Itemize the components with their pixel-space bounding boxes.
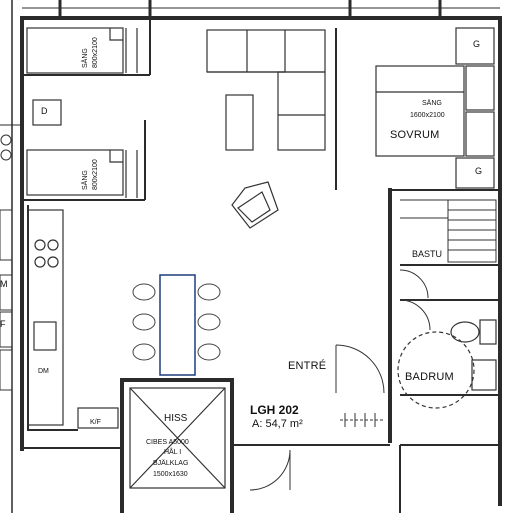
appliance-m: M: [0, 279, 8, 289]
hiss-label: HISS: [164, 413, 188, 424]
appliance-dm: DM: [38, 368, 49, 375]
doors: [249, 269, 431, 491]
bed-single-top: [26, 27, 124, 74]
wardrobe-mark-1: G: [473, 39, 481, 49]
room-badrum: BADRUM: [405, 371, 454, 383]
bed-top-name: SÄNG: [82, 48, 89, 68]
room-sovrum: SOVRUM: [390, 129, 440, 141]
kitchen-counter: [27, 209, 119, 429]
double-bed-name: SÄNG: [422, 100, 442, 107]
bed-single-bottom: [26, 149, 124, 196]
hiss-note-1: CIBES A5000: [146, 439, 189, 446]
armchair: [231, 181, 279, 229]
bed-bottom-name: SÄNG: [82, 170, 89, 190]
wardrobe-mark-2: G: [475, 166, 483, 176]
hiss-note-3: BJÄLKLAG: [153, 460, 189, 467]
bath-fixtures: [397, 319, 497, 409]
room-bastu: BASTU: [412, 249, 443, 259]
room-entre: ENTRÉ: [288, 360, 327, 372]
apartment-area: A: 54,7 m²: [252, 418, 303, 430]
bed-bottom-size: 800x2100: [92, 159, 99, 190]
elevator: [129, 387, 226, 489]
bed-top-size: 800x2100: [92, 37, 99, 68]
coffee-table: [225, 94, 254, 151]
dining-chairs: [132, 283, 221, 361]
hiss-note-4: 1500x1630: [153, 471, 188, 478]
double-bed-size: 1600x2100: [410, 112, 445, 119]
sofa: [206, 29, 326, 151]
nightstand-label: D: [41, 106, 48, 116]
appliance-kf: K/F: [90, 419, 101, 426]
dining-table: [159, 274, 196, 376]
appliance-f: F: [0, 319, 6, 329]
left-appliances: [0, 134, 13, 391]
bed-double: [375, 27, 495, 189]
sauna: [400, 199, 497, 263]
hiss-note-2: HÅL I: [164, 449, 182, 456]
apartment-name: LGH 202: [250, 403, 299, 417]
